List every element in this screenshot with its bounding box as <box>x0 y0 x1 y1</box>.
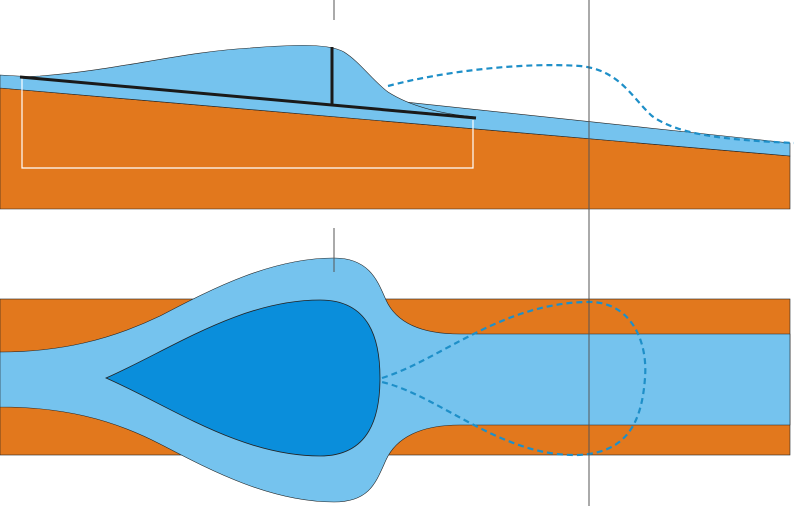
surge-bulge-profile <box>19 45 477 118</box>
reference-frame <box>21 78 474 169</box>
slope-line <box>19 75 477 120</box>
deep-water-core-plan <box>105 299 381 457</box>
future-lobe-dashed <box>381 300 647 457</box>
side-profile-panel <box>0 0 794 210</box>
plan-view-panel <box>0 228 791 503</box>
future-profile-dashed <box>387 64 794 145</box>
water-channel-plan <box>0 257 791 503</box>
